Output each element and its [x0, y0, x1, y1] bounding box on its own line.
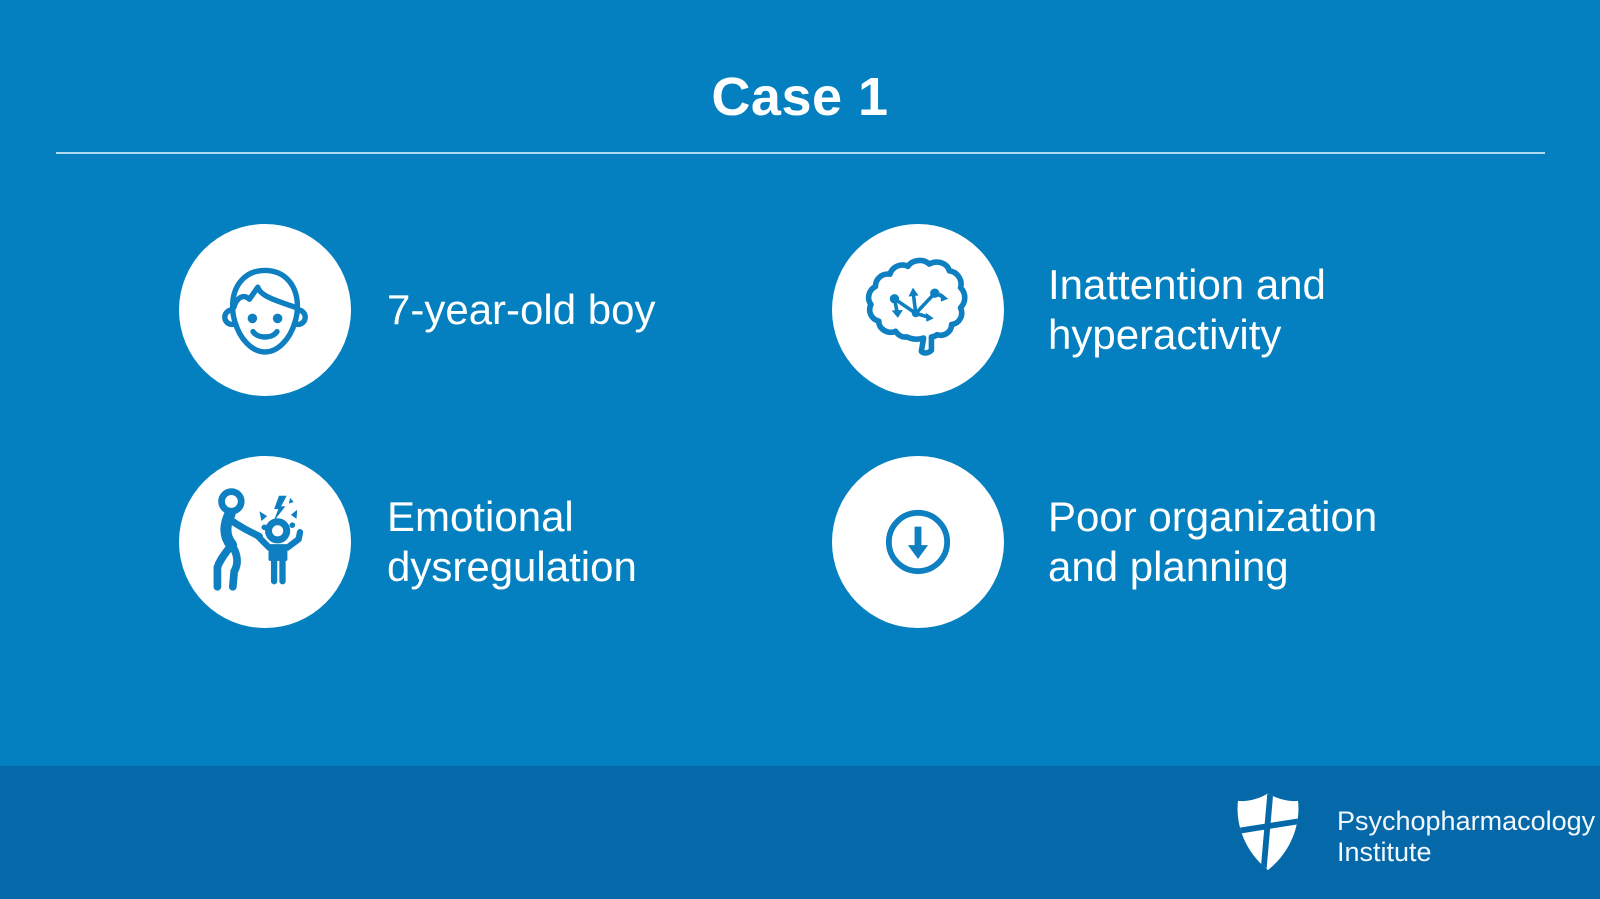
shield-logo [1237, 793, 1299, 871]
icon-circle [179, 456, 351, 628]
brand-line-2: Institute [1337, 837, 1432, 867]
fact-item-boy: 7-year-old boy [179, 224, 655, 396]
page-title: Case 1 [711, 67, 889, 127]
brain-scatter-arrows-icon [865, 257, 968, 356]
circle-down-arrow-icon [885, 509, 951, 575]
boy-face-icon [222, 267, 308, 355]
parent-child-tantrum-icon [213, 488, 304, 591]
fact-item-organization: Poor organization and planning [832, 456, 1448, 628]
fact-label: Emotional dysregulation [387, 493, 637, 590]
fact-label: Poor organization and planning [1048, 493, 1378, 590]
brand-name: Psychopharmacology Institute [1337, 806, 1595, 868]
fact-label: 7-year-old boy [387, 286, 656, 333]
icon-circle [179, 224, 351, 396]
fact-item-dysregulation: Emotional dysregulation [179, 456, 717, 628]
icon-circle [832, 224, 1004, 396]
footer-bar: Psychopharmacology Institute [0, 766, 1600, 899]
fact-label: Inattention and hyperactivity [1048, 261, 1326, 358]
icon-circle [832, 456, 1004, 628]
fact-item-inattention: Inattention and hyperactivity [832, 224, 1448, 396]
title-divider [56, 152, 1545, 154]
brand-line-1: Psychopharmacology [1337, 806, 1596, 836]
